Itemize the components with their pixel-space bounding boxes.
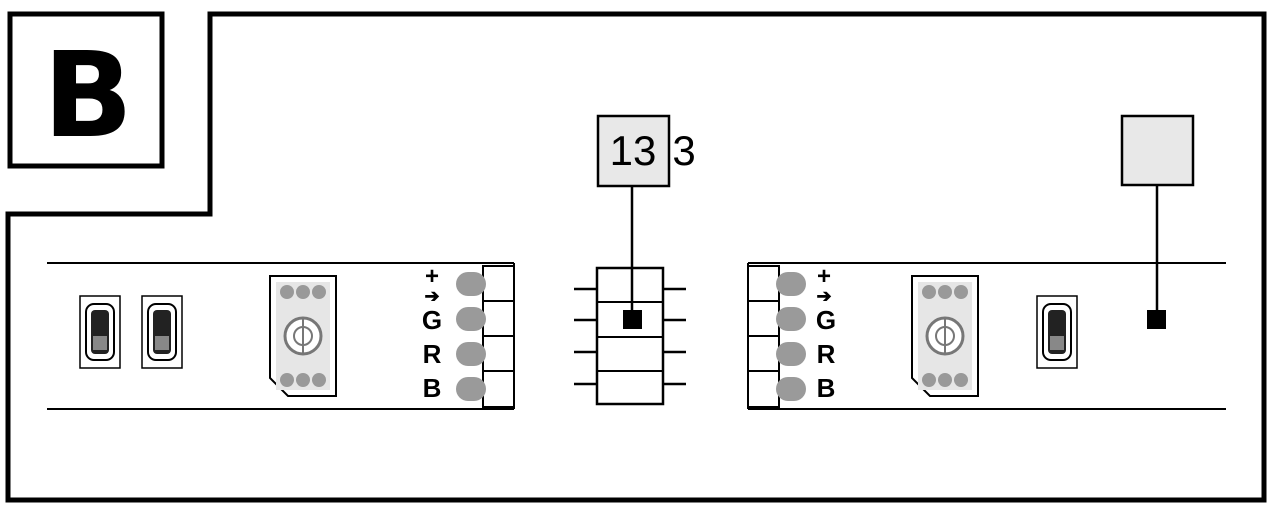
connector-callout-suffix: 3 xyxy=(672,127,695,174)
strip-end-callout-dot xyxy=(1147,310,1166,329)
rgb-led-chip xyxy=(269,275,337,397)
solder-pad-blue xyxy=(456,377,486,401)
left-solder-pads xyxy=(456,265,515,408)
solder-pad-plus xyxy=(776,272,806,296)
diagram-frame xyxy=(5,11,1267,503)
smd-resistor xyxy=(79,295,121,369)
pin-label-r: R xyxy=(423,339,442,369)
pin-label-plus: + xyxy=(425,263,439,290)
pin-label-r: R xyxy=(817,339,836,369)
right-solder-pads xyxy=(747,265,806,408)
smd-resistor xyxy=(141,295,183,369)
pin-label-g: G xyxy=(422,305,442,335)
connector-callout-number: 13 xyxy=(610,127,657,174)
pin-label-b: B xyxy=(423,373,442,403)
strip-end-callout-box xyxy=(1120,114,1195,187)
solder-pad-data xyxy=(456,307,486,331)
solder-pad-data xyxy=(776,307,806,331)
connector-callout-dot xyxy=(623,310,642,329)
panel-letter: B xyxy=(43,26,133,164)
pin-label-b: B xyxy=(817,373,836,403)
strip-end-callout xyxy=(1120,114,1195,312)
panel-label: B xyxy=(7,11,165,169)
solder-pad-red xyxy=(776,342,806,366)
pin-label-arrow: ➔ xyxy=(816,286,831,306)
right-led-strip: + ➔ G R B xyxy=(747,262,1226,410)
smd-resistor xyxy=(1036,295,1078,369)
pin-label-plus: + xyxy=(817,263,831,290)
solder-pad-plus xyxy=(456,272,486,296)
strip-connector xyxy=(574,266,686,406)
connector-callout-box xyxy=(596,114,671,188)
left-led-strip: + ➔ G R B xyxy=(47,262,515,410)
connector-callout: 13 3 xyxy=(596,114,696,312)
pin-label-arrow: ➔ xyxy=(424,286,439,306)
rgb-led-chip xyxy=(911,275,979,397)
pin-label-g: G xyxy=(816,305,836,335)
solder-pad-blue xyxy=(776,377,806,401)
panel-label-box xyxy=(7,11,165,169)
solder-pad-red xyxy=(456,342,486,366)
